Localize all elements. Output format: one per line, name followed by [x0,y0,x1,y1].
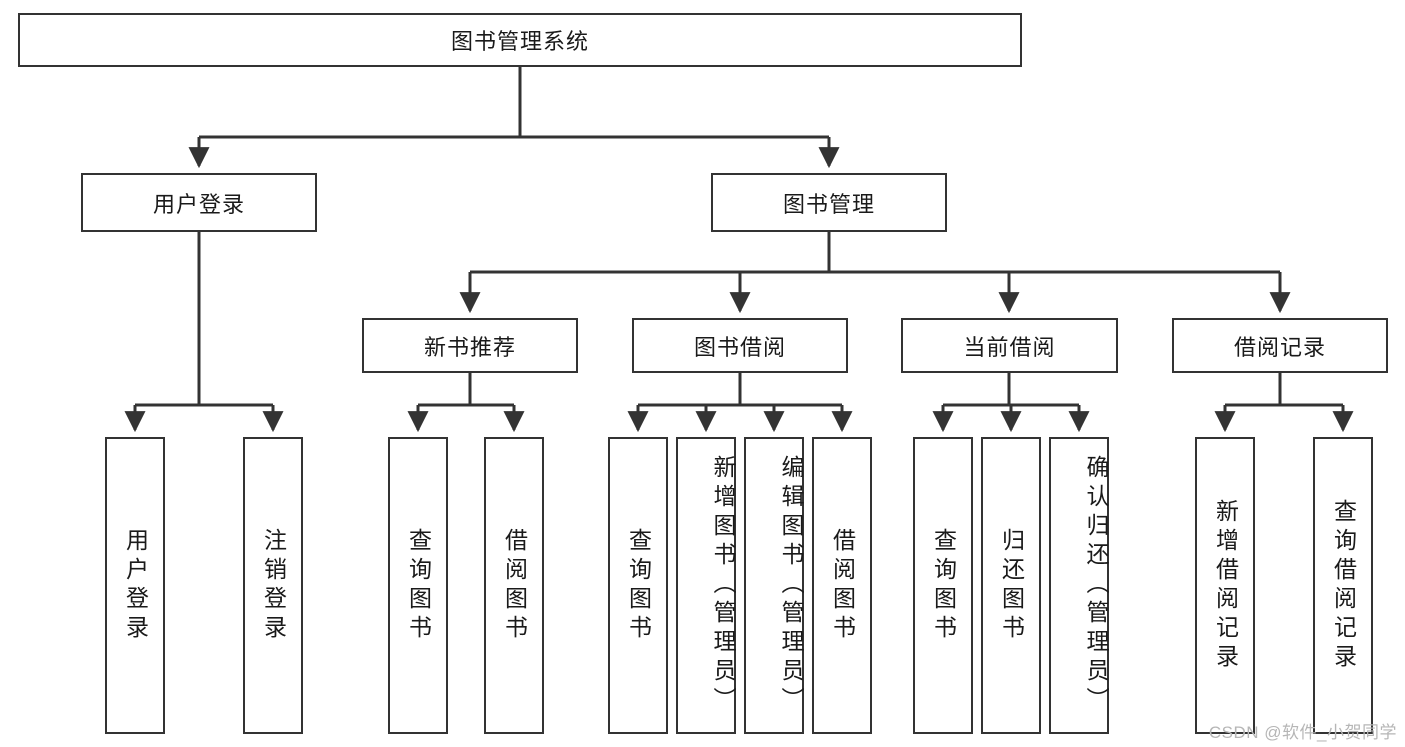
node-leaf-add-book[interactable]: 新增图书（管理员） [676,437,736,734]
node-borrow-record-label: 借阅记录 [1233,334,1326,360]
node-leaf-user-login[interactable]: 用户登录 [105,437,165,734]
node-leaf-query-record-label: 查询借阅记录 [1330,498,1357,673]
node-user-login-label: 用户登录 [152,191,245,217]
node-leaf-edit-book-label: 编辑图书（管理员） [778,455,804,716]
node-leaf-edit-book[interactable]: 编辑图书（管理员） [744,437,804,734]
node-leaf-borrow-book-2[interactable]: 借阅图书 [812,437,872,734]
node-leaf-borrow-book-1[interactable]: 借阅图书 [484,437,544,734]
node-leaf-query-book-3[interactable]: 查询图书 [913,437,973,734]
node-leaf-borrow-book-2-label: 借阅图书 [829,527,856,644]
node-leaf-return-book-label: 归还图书 [998,527,1025,644]
node-root-label: 图书管理系统 [450,29,589,54]
node-leaf-add-book-label: 新增图书（管理员） [710,455,736,716]
node-leaf-confirm-return-label: 确认归还（管理员） [1083,455,1109,716]
node-leaf-query-book-2-label: 查询图书 [625,527,652,644]
node-leaf-query-book-1[interactable]: 查询图书 [388,437,448,734]
node-leaf-query-record[interactable]: 查询借阅记录 [1313,437,1373,734]
node-leaf-confirm-return[interactable]: 确认归还（管理员） [1049,437,1109,734]
node-borrow-record[interactable]: 借阅记录 [1172,318,1388,373]
node-new-book-rec[interactable]: 新书推荐 [362,318,578,373]
node-book-manage[interactable]: 图书管理 [711,173,947,232]
node-book-borrow[interactable]: 图书借阅 [632,318,848,373]
node-book-borrow-label: 图书借阅 [693,334,786,360]
node-leaf-query-book-2[interactable]: 查询图书 [608,437,668,734]
node-leaf-user-login-label: 用户登录 [122,527,149,644]
node-root[interactable]: 图书管理系统 [18,13,1022,67]
node-leaf-add-record[interactable]: 新增借阅记录 [1195,437,1255,734]
node-book-manage-label: 图书管理 [782,191,875,217]
node-leaf-user-logout-label: 注销登录 [260,527,287,644]
node-user-login[interactable]: 用户登录 [81,173,317,232]
node-current-borrow[interactable]: 当前借阅 [901,318,1118,373]
node-leaf-return-book[interactable]: 归还图书 [981,437,1041,734]
node-leaf-query-book-3-label: 查询图书 [930,527,957,644]
node-leaf-query-book-1-label: 查询图书 [405,527,432,644]
node-leaf-user-logout[interactable]: 注销登录 [243,437,303,734]
node-leaf-add-record-label: 新增借阅记录 [1212,498,1239,673]
node-new-book-rec-label: 新书推荐 [423,334,516,360]
node-current-borrow-label: 当前借阅 [963,334,1056,360]
node-leaf-borrow-book-1-label: 借阅图书 [501,527,528,644]
watermark-text: CSDN @软件_小贺同学 [1208,723,1397,742]
